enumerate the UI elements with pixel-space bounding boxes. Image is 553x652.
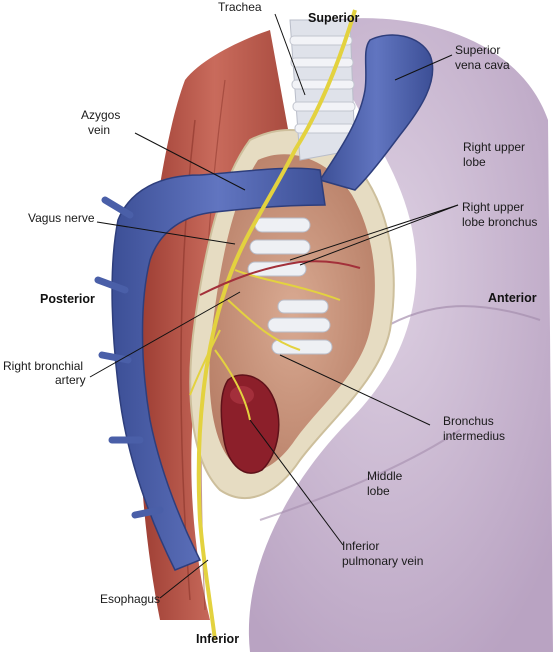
label-anterior: Anterior bbox=[488, 291, 537, 305]
label-right-upper-lobe-bronchus-1: Right upper bbox=[462, 200, 524, 214]
azygos-vein-shape bbox=[111, 167, 326, 571]
intercostal-vein-1 bbox=[101, 196, 134, 219]
vagus-nerve-shape bbox=[196, 9, 357, 641]
label-superior-vena-cava-1: Superior bbox=[455, 43, 500, 57]
label-esophagus: Esophagus bbox=[100, 592, 160, 606]
muscle-striation bbox=[180, 119, 196, 601]
label-inferior-pulmonary-vein-1: Inferior bbox=[342, 539, 379, 553]
label-right-upper-lobe-1: Right upper bbox=[463, 140, 525, 154]
lung-fissure bbox=[379, 305, 541, 331]
bronchus-rings bbox=[247, 217, 333, 355]
label-inferior: Inferior bbox=[196, 632, 239, 646]
label-azygos-vein-2: vein bbox=[88, 123, 110, 137]
lung-fissure-lower bbox=[259, 429, 461, 521]
label-right-upper-lobe-2: lobe bbox=[463, 155, 486, 169]
label-bronchus-intermedius-1: Bronchus bbox=[443, 414, 494, 428]
intercostal-vein-2 bbox=[94, 276, 129, 294]
vagus-branch-3 bbox=[189, 329, 221, 396]
label-superior-vena-cava-2: vena cava bbox=[455, 58, 510, 72]
label-trachea: Trachea bbox=[218, 0, 262, 14]
intercostal-vein-5 bbox=[131, 506, 164, 519]
lung-tissue bbox=[248, 18, 553, 652]
label-right-bronchial-artery-1: Right bronchial bbox=[3, 359, 83, 373]
label-middle-lobe-2: lobe bbox=[367, 484, 390, 498]
label-bronchus-intermedius-2: intermedius bbox=[443, 429, 505, 443]
vagus-branch-4 bbox=[214, 349, 251, 421]
right-bronchial-artery-shape bbox=[199, 260, 361, 296]
leader-lines bbox=[89, 13, 459, 599]
label-right-upper-lobe-bronchus-2: lobe bronchus bbox=[462, 215, 537, 229]
intercostal-vein-3 bbox=[98, 351, 132, 364]
vagus-branch-2 bbox=[227, 299, 301, 351]
label-right-bronchial-artery-2: artery bbox=[55, 373, 86, 387]
label-middle-lobe-1: Middle bbox=[367, 469, 403, 483]
superior-vena-cava-shape bbox=[318, 34, 434, 191]
label-azygos-vein-1: Azygos bbox=[81, 108, 120, 122]
label-inferior-pulmonary-vein-2: pulmonary vein bbox=[342, 554, 423, 568]
vagus-branch-1 bbox=[234, 269, 341, 301]
label-superior: Superior bbox=[308, 11, 360, 25]
label-vagus-nerve: Vagus nerve bbox=[28, 211, 95, 225]
label-posterior: Posterior bbox=[40, 292, 95, 306]
